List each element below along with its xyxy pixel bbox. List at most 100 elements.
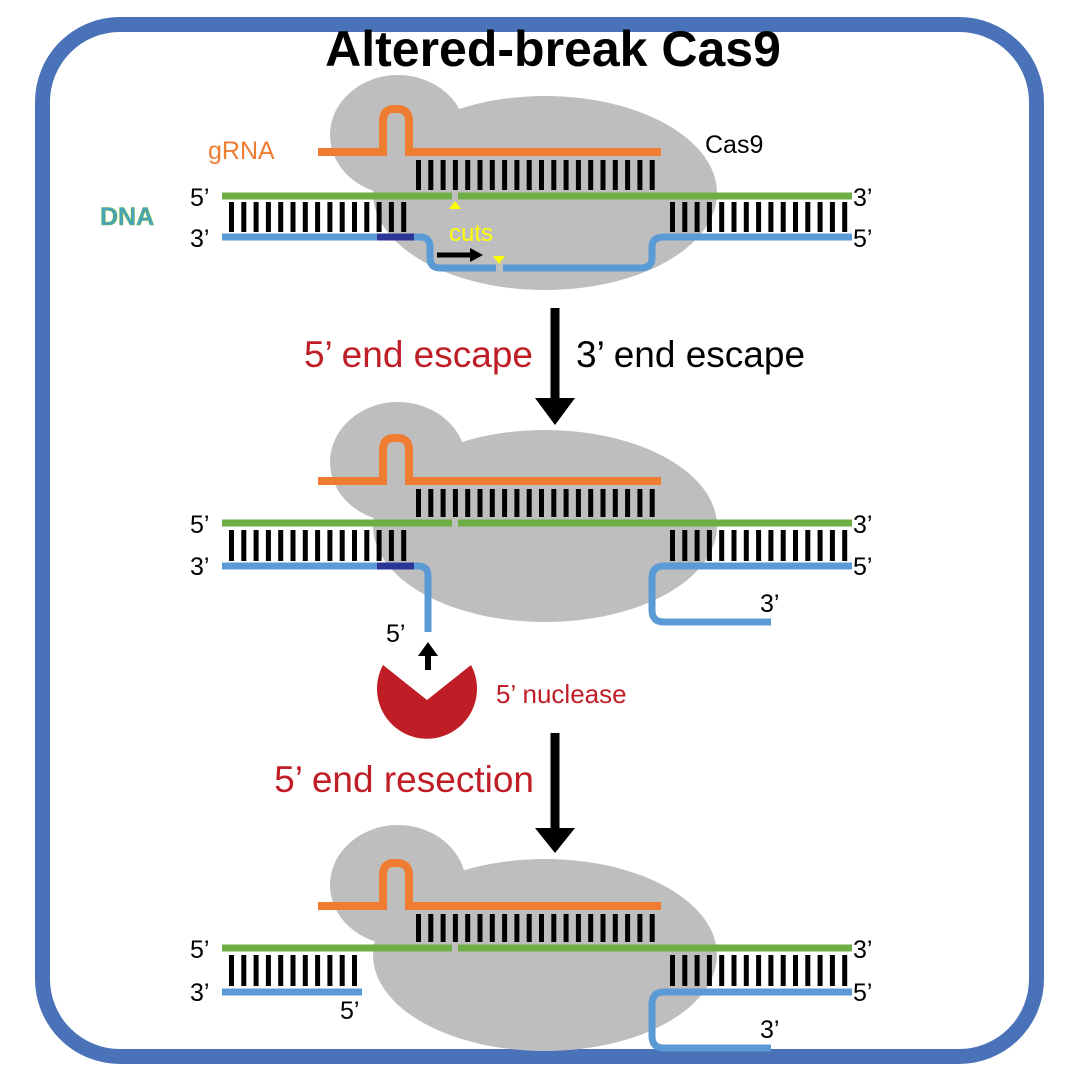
released-5prime-label: 5’ — [386, 620, 405, 648]
base-pair — [315, 202, 321, 232]
base-pair — [637, 489, 643, 517]
base-pair — [278, 955, 284, 986]
base-pair — [502, 160, 508, 190]
base-pair — [526, 160, 532, 190]
base-pair — [780, 202, 786, 232]
base-pair — [805, 202, 811, 232]
base-pair — [477, 160, 483, 190]
base-pair — [706, 530, 712, 561]
base-pair — [229, 530, 234, 561]
base-pair — [265, 530, 271, 561]
end-label: 5’ — [190, 184, 209, 212]
cut-marker-bottom — [493, 256, 505, 264]
base-pair — [489, 489, 495, 517]
base-pair — [682, 955, 688, 986]
base-pair — [352, 955, 357, 986]
base-pair — [315, 955, 321, 986]
base-pair — [600, 914, 606, 942]
base-pair — [416, 489, 421, 517]
base-pair — [253, 202, 259, 232]
base-pair — [731, 202, 737, 232]
dna-base-pairs-right — [670, 530, 848, 561]
transition-arrow-2 — [535, 733, 575, 853]
dna-base-pairs-left — [229, 202, 407, 232]
panel-resected: 5’ 3’ 3’ 5’ 5’ 3’ — [190, 825, 872, 1052]
dna-label: DNA — [100, 203, 154, 231]
base-pair — [670, 202, 675, 232]
end-label: 5’ — [190, 511, 209, 539]
base-pair — [241, 202, 247, 232]
base-pair — [805, 530, 811, 561]
nontarget-strand-3prime-flap — [648, 562, 852, 626]
base-pair — [682, 202, 688, 232]
base-pair — [352, 530, 357, 561]
base-pair — [364, 530, 370, 561]
base-pair — [670, 955, 675, 986]
base-pair — [477, 914, 483, 942]
base-pair — [768, 955, 774, 986]
dna-base-pairs-left — [229, 530, 407, 561]
end-label: 3’ — [853, 511, 872, 539]
base-pair — [625, 489, 631, 517]
base-pair — [551, 160, 557, 190]
base-pair — [416, 914, 421, 942]
base-pair — [315, 530, 321, 561]
base-pair — [465, 914, 471, 942]
nuclease-label: 5’ nuclease — [496, 679, 627, 709]
base-pair — [600, 489, 606, 517]
base-pair — [563, 160, 569, 190]
base-pair — [514, 489, 520, 517]
grna-strand — [318, 105, 661, 156]
base-pair — [793, 202, 798, 232]
base-pair — [327, 955, 333, 986]
three-prime-escape-label: 3’ end escape — [576, 334, 805, 375]
base-pair — [440, 160, 446, 190]
base-pair — [768, 530, 774, 561]
base-pair — [719, 530, 725, 561]
base-pair — [829, 530, 835, 561]
base-pair — [829, 955, 835, 986]
base-pair — [364, 202, 370, 232]
base-pair — [743, 955, 749, 986]
base-pair — [706, 202, 712, 232]
base-pair — [682, 530, 688, 561]
nontarget-strand-5prime-flap — [222, 562, 432, 632]
nontarget-strand — [222, 233, 496, 272]
end-label: 3’ — [190, 979, 209, 1007]
base-pair — [563, 489, 569, 517]
base-pair — [465, 160, 471, 190]
base-pair — [670, 530, 675, 561]
base-pair — [376, 202, 382, 232]
nuclease-icon — [376, 665, 478, 739]
dna-base-pairs-left — [229, 955, 357, 986]
base-pair — [388, 202, 394, 232]
base-pair — [575, 160, 581, 190]
base-pair — [339, 955, 345, 986]
base-pair — [756, 530, 762, 561]
base-pair — [694, 955, 700, 986]
diagram-frame — [35, 17, 1044, 1064]
base-pair — [756, 202, 762, 232]
cas9-protein — [330, 825, 717, 1051]
base-pair — [842, 530, 848, 561]
base-pair — [302, 202, 308, 232]
base-pair — [539, 160, 544, 190]
base-pair — [817, 202, 823, 232]
end-label: 3’ — [190, 225, 209, 253]
base-pair — [428, 914, 434, 942]
base-pair — [588, 160, 594, 190]
base-pair — [588, 489, 594, 517]
base-pair — [793, 955, 798, 986]
grna-base-pairs — [416, 489, 655, 517]
base-pair — [719, 202, 725, 232]
end-label: 5’ — [853, 979, 872, 1007]
base-pair — [694, 530, 700, 561]
base-pair — [842, 955, 848, 986]
base-pair — [416, 160, 421, 190]
base-pair — [229, 955, 234, 986]
base-pair — [302, 955, 308, 986]
base-pair — [829, 202, 835, 232]
base-pair — [489, 914, 495, 942]
base-pair — [551, 489, 557, 517]
